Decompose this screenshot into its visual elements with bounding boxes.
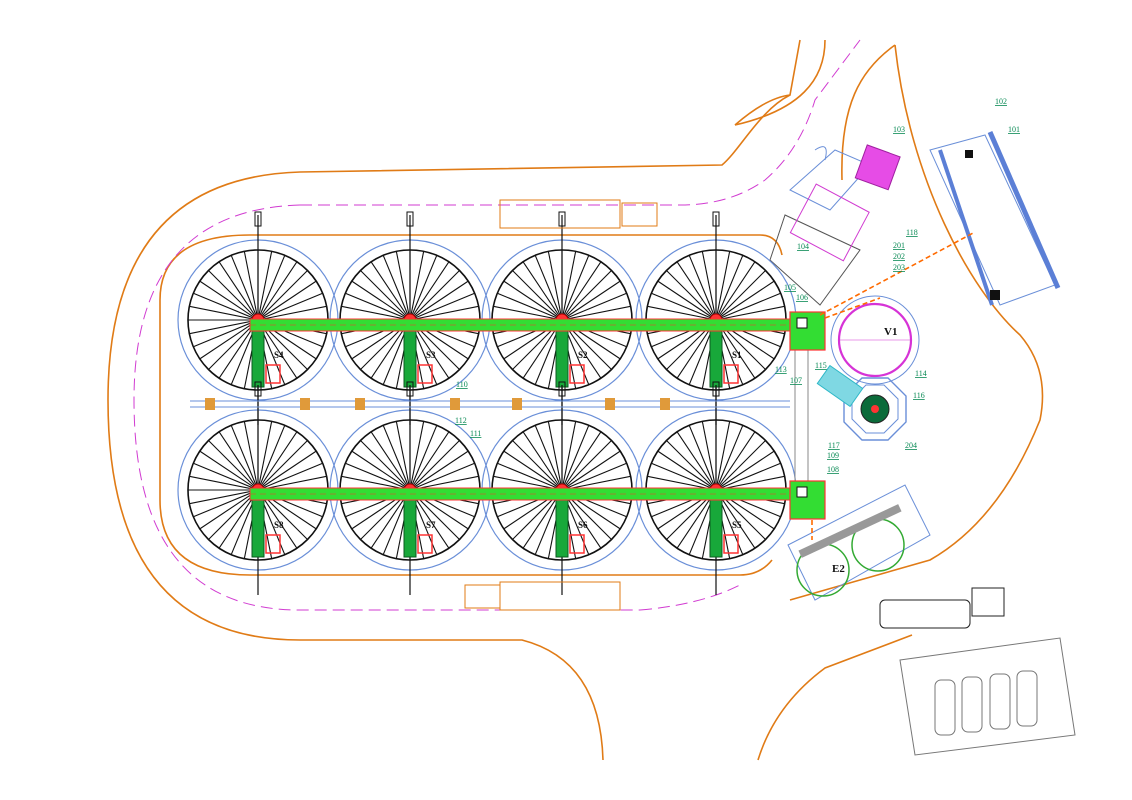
silo: S8 xyxy=(177,381,339,595)
truck-top xyxy=(499,199,658,229)
reference-label: 116 xyxy=(913,391,925,400)
reference-label: 203 xyxy=(893,263,905,272)
silo-label: S2 xyxy=(578,350,588,360)
vessel-e2-group: E2 xyxy=(787,484,931,601)
reference-label: 118 xyxy=(906,228,918,237)
truck-bottom xyxy=(464,581,621,611)
reference-label: 102 xyxy=(995,97,1007,106)
process-building xyxy=(854,144,901,191)
vessel-e2-label: E2 xyxy=(832,563,845,575)
reference-label: 107 xyxy=(790,376,802,385)
upper-transfer-tower xyxy=(789,311,826,351)
cyan-skid xyxy=(816,364,864,408)
lower-conveyor xyxy=(249,487,796,501)
reference-label: 104 xyxy=(797,242,809,251)
silo-label: S1 xyxy=(732,350,742,360)
reference-label: 202 xyxy=(893,252,905,261)
reference-label: 111 xyxy=(470,429,481,438)
right-conveyor-bridge xyxy=(929,131,1061,306)
top-building-area xyxy=(769,146,871,306)
reference-label: 204 xyxy=(905,441,917,450)
center-pipe-rack xyxy=(190,330,809,490)
silo-label: S6 xyxy=(578,520,588,530)
reference-label: 113 xyxy=(775,365,787,374)
silo-label: S4 xyxy=(274,350,284,360)
road-outline xyxy=(107,39,1044,761)
reference-label: 101 xyxy=(1008,125,1020,134)
silo-label: S7 xyxy=(426,520,436,530)
road-centerline xyxy=(133,39,861,611)
center-pipe-supports xyxy=(205,398,670,410)
reference-label: 117 xyxy=(828,441,840,450)
feed-pipes xyxy=(811,231,976,540)
silo-label: S5 xyxy=(732,520,742,530)
reference-label: 106 xyxy=(796,293,808,302)
silo-label: S8 xyxy=(274,520,284,530)
reference-label: 115 xyxy=(815,361,827,370)
vessel-v1-label: V1 xyxy=(884,326,897,338)
reference-label: 112 xyxy=(455,416,467,425)
reference-label: 108 xyxy=(827,465,839,474)
reference-label: 201 xyxy=(893,241,905,250)
reference-label: 114 xyxy=(915,369,927,378)
silo-label: S3 xyxy=(426,350,436,360)
vessel-v1: V1 xyxy=(830,295,920,385)
reference-label: 103 xyxy=(893,125,905,134)
reference-label: 105 xyxy=(784,283,796,292)
octagon-unit xyxy=(843,377,907,441)
reference-label: 109 xyxy=(827,451,839,460)
parking-area xyxy=(879,587,1076,756)
reference-label: 110 xyxy=(456,380,468,389)
upper-conveyor xyxy=(249,318,796,332)
lower-transfer-tower xyxy=(789,480,826,520)
